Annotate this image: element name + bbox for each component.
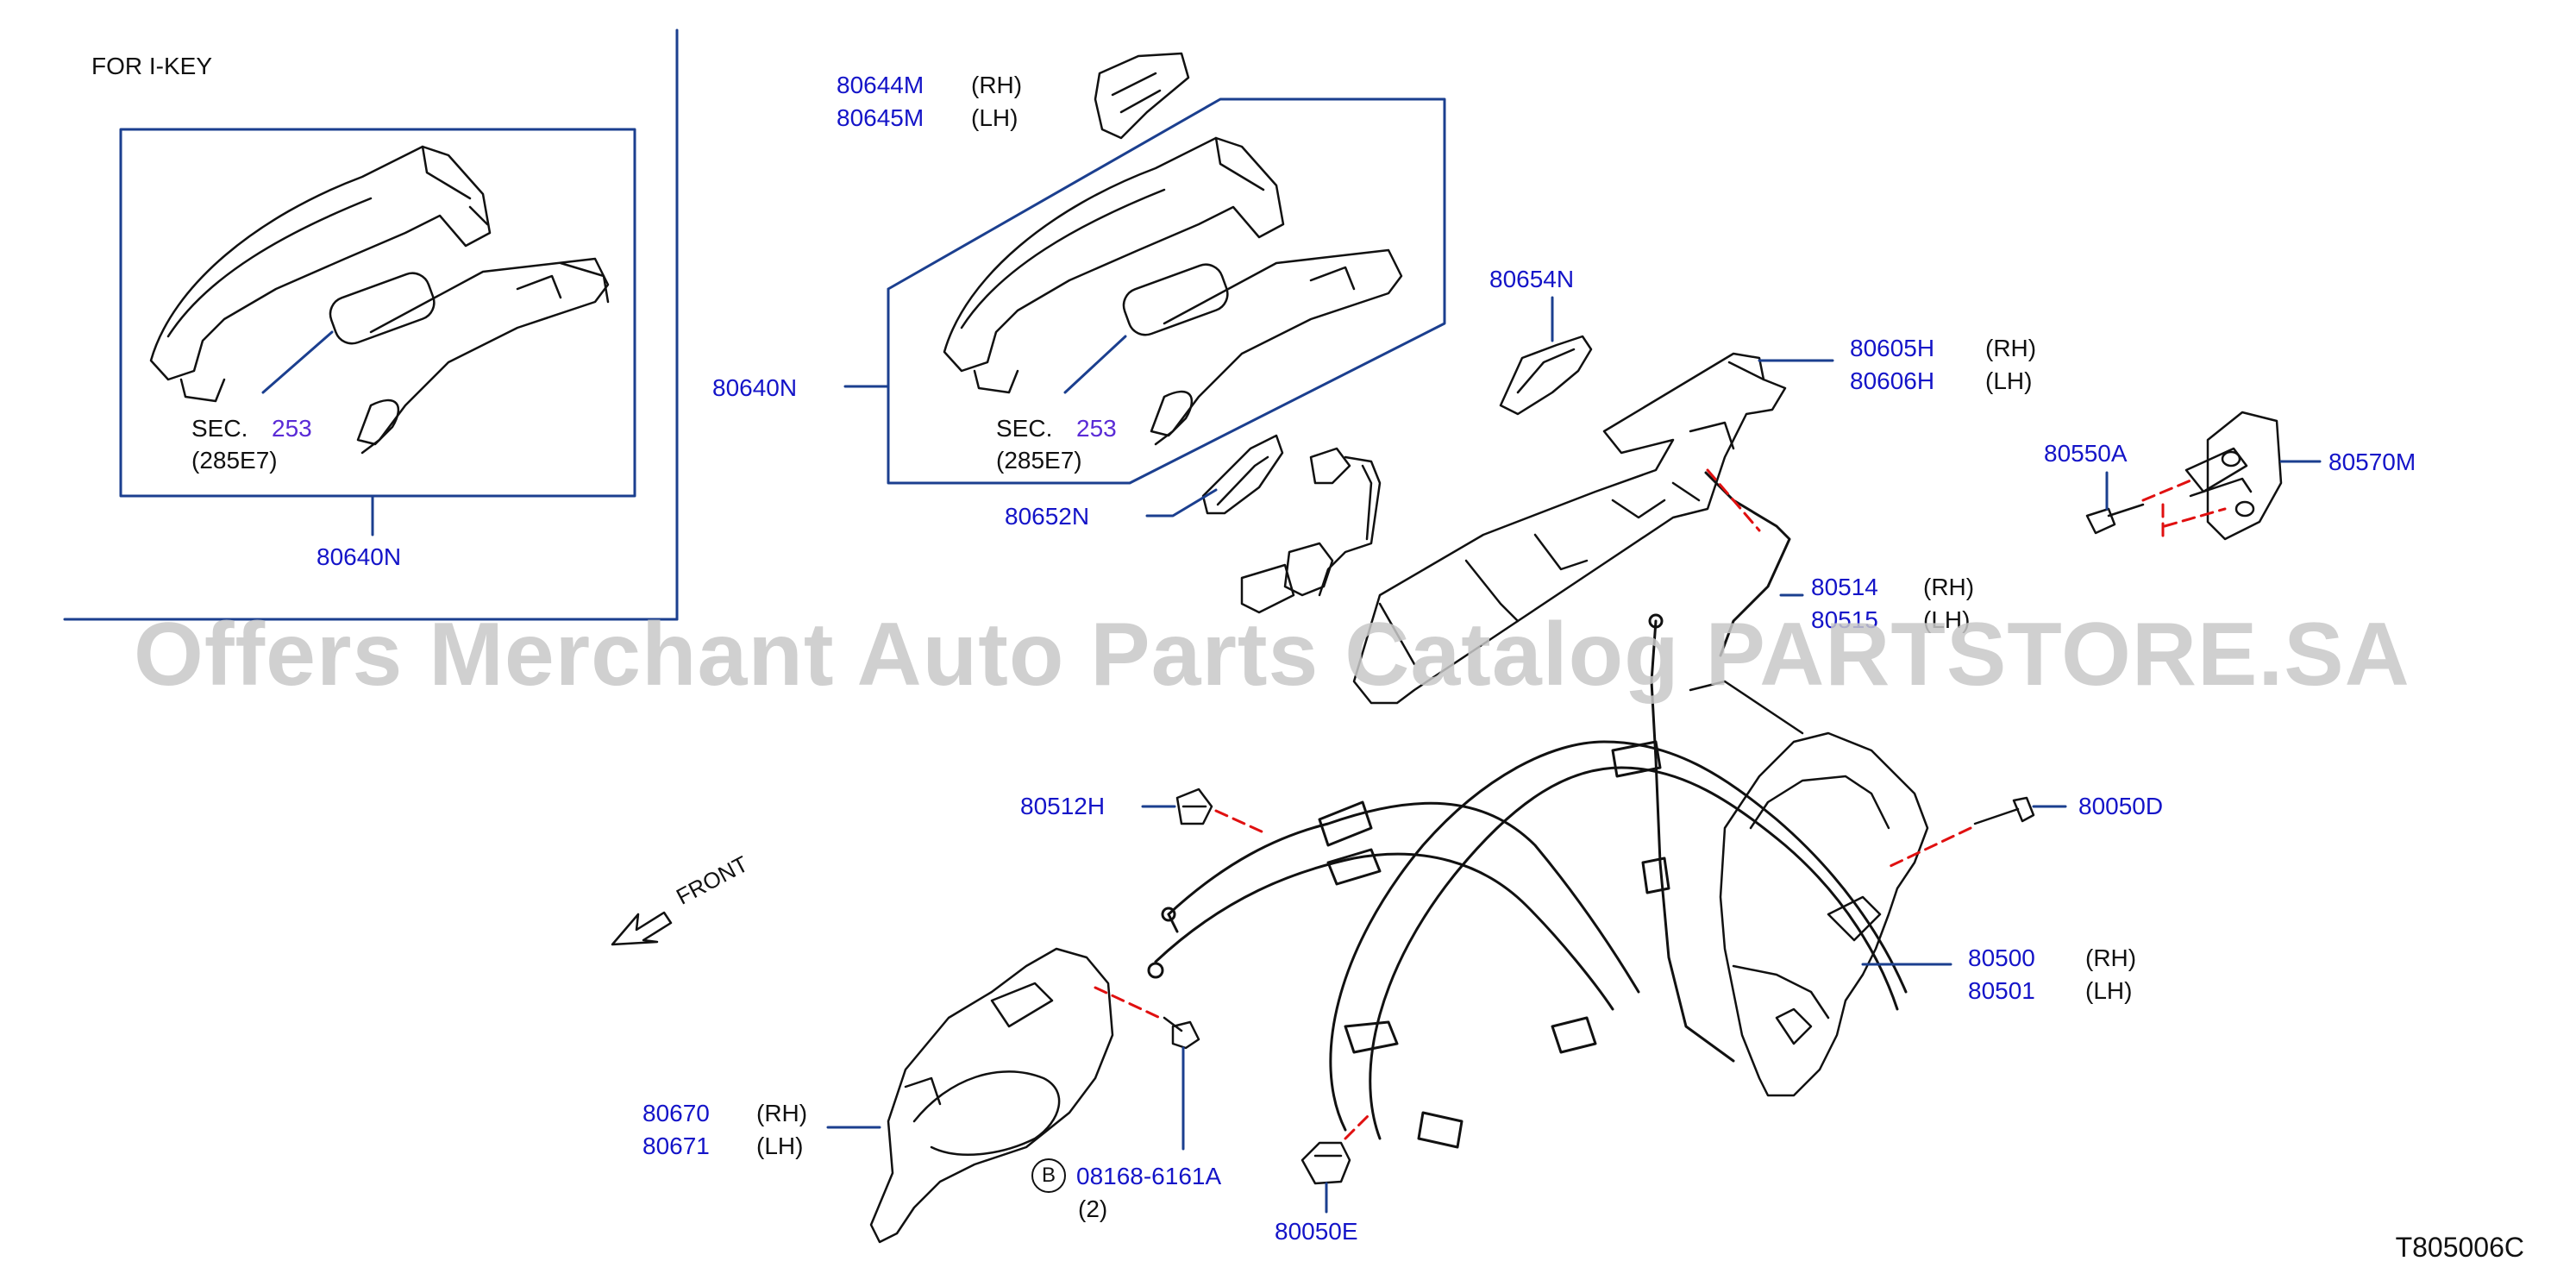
- handle-group-frame: [887, 97, 1446, 485]
- sec-label-1: SEC.: [191, 415, 248, 442]
- side-lh-80606H: (LH): [1985, 367, 2033, 394]
- side-lh-80671: (LH): [756, 1133, 804, 1159]
- part-80605H[interactable]: 80605H: [1850, 335, 1935, 361]
- ikey-sec-leader: [261, 330, 334, 394]
- part-80670[interactable]: 80670: [642, 1100, 710, 1126]
- part-80515[interactable]: 80515: [1811, 606, 1878, 633]
- part-80512H[interactable]: 80512H: [1020, 793, 1106, 819]
- side-rh-80644M: (RH): [971, 72, 1023, 98]
- door-lock-drawing: [1689, 680, 1929, 1097]
- ikey-handle-box: [119, 128, 636, 498]
- clip-80512H-drawing: [1175, 787, 1213, 825]
- inside-handle-drawing: [869, 947, 1114, 1244]
- handle-frame-drawing: [1352, 352, 1787, 705]
- part-80050E[interactable]: 80050E: [1275, 1218, 1358, 1245]
- part-80640N-ikey[interactable]: 80640N: [317, 543, 402, 570]
- bracket-80654N-drawing: [1499, 335, 1593, 416]
- side-lh-80645M: (LH): [971, 104, 1018, 131]
- bolt-qty: (2): [1078, 1195, 1108, 1222]
- side-rh-80514: (RH): [1923, 574, 1975, 600]
- grommet-80050E-drawing: [1301, 1141, 1351, 1185]
- front-arrow-icon: [611, 911, 673, 946]
- part-80570M[interactable]: 80570M: [2328, 449, 2416, 475]
- side-rh-80500: (RH): [2085, 944, 2137, 971]
- bolt-badge-icon: B: [1031, 1158, 1066, 1193]
- part-80514[interactable]: 80514: [1811, 574, 1878, 600]
- sec-sub-1: (285E7): [191, 447, 278, 474]
- bolt-80550A-drawing: [2085, 503, 2145, 535]
- sec-label-2: SEC.: [996, 415, 1053, 442]
- diagram-code: T805006C: [2395, 1232, 2524, 1263]
- sec-253-link-2[interactable]: 253: [1076, 415, 1117, 442]
- side-rh-80605H: (RH): [1985, 335, 2037, 361]
- screw-08168-drawing: [1163, 1016, 1200, 1050]
- screw-80050D-drawing: [1973, 796, 2035, 825]
- side-rh-80670: (RH): [756, 1100, 808, 1126]
- sec-leader-2: [1063, 335, 1127, 394]
- ikey-note: FOR I-KEY: [91, 53, 213, 79]
- part-80652N[interactable]: 80652N: [1005, 503, 1090, 530]
- part-80606H[interactable]: 80606H: [1850, 367, 1935, 394]
- red-leaders: [1094, 468, 2227, 1140]
- part-80671[interactable]: 80671: [642, 1133, 710, 1159]
- ikey-outer-handle-drawing: [149, 145, 610, 455]
- part-80644M[interactable]: 80644M: [837, 72, 924, 98]
- striker-drawing: [2184, 411, 2283, 541]
- part-80050D[interactable]: 80050D: [2078, 793, 2164, 819]
- part-80550A[interactable]: 80550A: [2044, 440, 2128, 467]
- part-80501[interactable]: 80501: [1968, 977, 2035, 1004]
- part-80640N[interactable]: 80640N: [712, 374, 798, 401]
- watermark: Offers Merchant Auto Parts Catalog PARTS…: [134, 605, 2410, 705]
- side-lh-80515: (LH): [1923, 606, 1971, 633]
- side-lh-80501: (LH): [2085, 977, 2133, 1004]
- part-08168-6161A[interactable]: 08168-6161A: [1076, 1163, 1222, 1189]
- sec-253-link-1[interactable]: 253: [272, 415, 312, 442]
- part-80645M[interactable]: 80645M: [837, 104, 924, 131]
- gasket-leader: [1145, 488, 1218, 518]
- outer-handle-drawing: [943, 136, 1403, 446]
- part-80500[interactable]: 80500: [1968, 944, 2035, 971]
- escutcheon-cap-drawing: [1094, 52, 1190, 140]
- part-80654N[interactable]: 80654N: [1489, 266, 1575, 292]
- sec-sub-2: (285E7): [996, 447, 1082, 474]
- gasket-and-sensor-drawing: [1201, 434, 1382, 614]
- cables-drawing: [1147, 613, 1908, 1149]
